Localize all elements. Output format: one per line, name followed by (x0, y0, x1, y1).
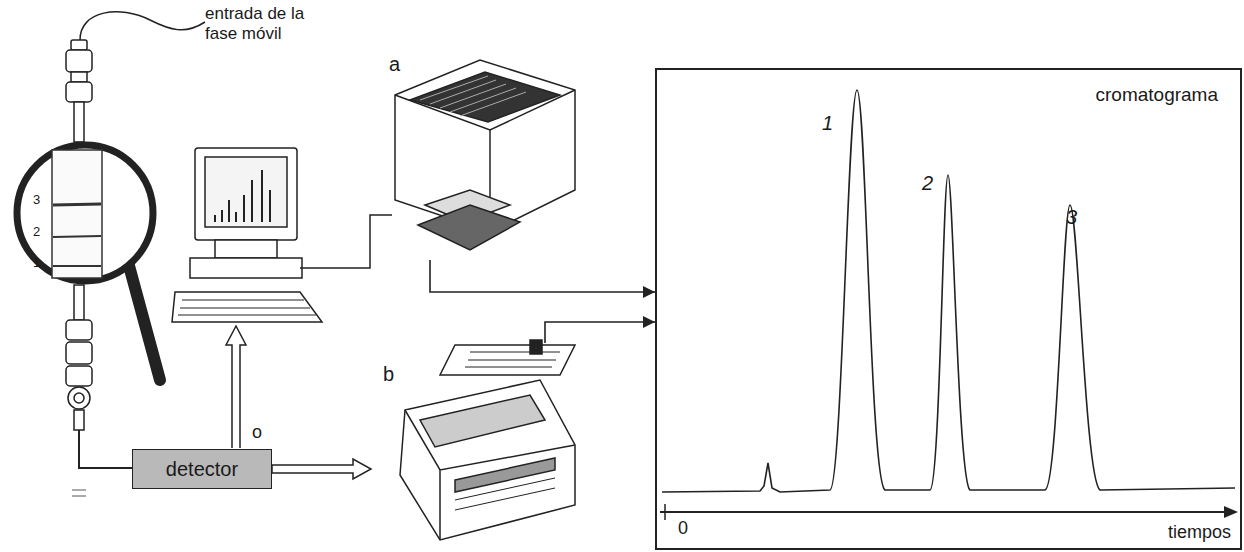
signal-arrow (226, 326, 246, 448)
magnifier-handle (128, 262, 160, 380)
or-label: o (252, 422, 262, 443)
drain-mark (72, 490, 86, 496)
axis-origin: 0 (678, 518, 688, 539)
inlet-hose (80, 12, 205, 40)
band-number: 2 (33, 225, 40, 240)
connector-line (430, 260, 655, 292)
connector (430, 260, 655, 298)
band-number: 1 (33, 256, 40, 271)
printer-node: a (385, 45, 585, 260)
connector-line (545, 322, 655, 343)
inlet-label: entrada de la fase móvil (205, 4, 323, 43)
node-text: cromatograma (1096, 84, 1219, 106)
computer (172, 148, 322, 322)
connector (545, 316, 655, 343)
chromatogram-trace (662, 90, 1235, 492)
detector-box: detector (132, 449, 272, 489)
peak-number: 1 (822, 112, 833, 135)
hollow-arrow (272, 459, 371, 479)
outlet-tube (79, 430, 132, 468)
time-axis (660, 511, 1228, 513)
time-axis-head (1224, 506, 1238, 518)
connector (272, 459, 371, 479)
arrowhead (643, 286, 655, 298)
peak-number: 3 (1066, 206, 1077, 229)
magnifier-lens (17, 145, 153, 281)
printer (395, 60, 575, 250)
recorder-node: b (375, 335, 580, 547)
node-text: detector (166, 458, 238, 481)
node-text: b (383, 363, 394, 386)
axis-label: tiempos (1168, 522, 1231, 543)
column-section (52, 150, 102, 278)
separation-bands (53, 204, 101, 266)
band-number: 3 (33, 193, 40, 208)
node-text: a (389, 53, 400, 76)
axis-origin-tick (664, 504, 666, 520)
peak-number: 2 (922, 172, 933, 195)
printer-cable (300, 215, 392, 268)
arrowhead (643, 316, 655, 328)
chart-recorder (400, 340, 575, 540)
chromatogram-panel: cromatograma (655, 68, 1242, 550)
